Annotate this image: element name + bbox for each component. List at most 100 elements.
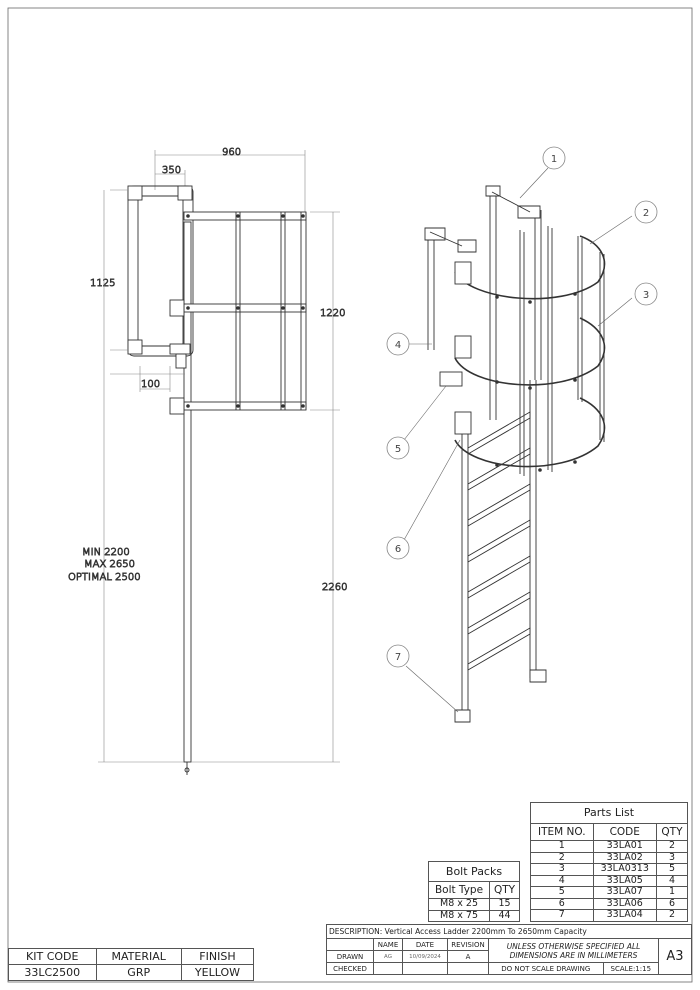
- part-qty: 2: [655, 840, 689, 853]
- part-item-no: 3: [530, 863, 594, 876]
- iso-foot-right: [529, 669, 547, 683]
- dim-350-label: 350: [162, 165, 181, 176]
- part-code: 33LA02: [592, 851, 657, 864]
- part-item-no: 7: [530, 909, 594, 922]
- part-code: 33LA07: [592, 886, 657, 899]
- title-block: DESCRIPTION: Vertical Access Ladder 2200…: [326, 924, 692, 975]
- hoop-bracket-low: [169, 397, 185, 415]
- part-qty: 4: [655, 874, 689, 887]
- handrail-cap-bottom-left: [127, 339, 143, 355]
- balloon-5: 5: [386, 436, 410, 460]
- material-header: MATERIAL: [95, 948, 182, 965]
- balloon-2: 2: [634, 200, 658, 224]
- hoop-bolts: [186, 214, 305, 408]
- cage-hoops: [183, 211, 307, 411]
- balloon-7: 7: [386, 644, 410, 668]
- table-row: M8 x 25 15: [427, 898, 520, 911]
- handrail-clamp: [169, 343, 191, 355]
- cage-vertical-bars: [235, 212, 307, 410]
- svg-text:3: 3: [643, 290, 649, 301]
- handrail-outer: [127, 185, 194, 357]
- dim-1220-label: 1220: [320, 308, 345, 319]
- iso-handrail-cap-1: [485, 185, 501, 197]
- parts-list-title: Parts List: [530, 802, 688, 824]
- part-code: 33LA05: [592, 874, 657, 887]
- svg-text:1: 1: [551, 154, 557, 165]
- blank-cell: [326, 938, 374, 951]
- iso-foot-left: [454, 709, 471, 723]
- balloon-3: 3: [634, 282, 658, 306]
- part-code: 33LA0313: [592, 863, 657, 876]
- dim-2260-label: 2260: [322, 582, 347, 593]
- sheet-border: [7, 7, 693, 983]
- parts-header-qty: QTY: [655, 823, 689, 841]
- ladder-stile: [183, 221, 192, 763]
- svg-text:7: 7: [395, 652, 401, 663]
- units-note: UNLESS OTHERWISE SPECIFIED ALL DIMENSION…: [488, 938, 659, 963]
- iso-handrail-top: [491, 191, 531, 213]
- name-col-header: NAME: [373, 938, 403, 951]
- table-row: 5 33LA07 1: [530, 886, 689, 899]
- drawn-date: 10/09/2024: [402, 950, 448, 963]
- iso-bolts: [495, 292, 577, 472]
- balloon-1: 1: [542, 146, 566, 170]
- table-row: 3 33LA0313 5: [530, 863, 689, 876]
- part-qty: 2: [655, 909, 689, 922]
- dim-1125-label: 1125: [90, 278, 115, 289]
- iso-handrail-rail: [429, 231, 463, 247]
- part-item-no: 1: [530, 840, 594, 853]
- iso-cage-bars: [519, 226, 605, 476]
- part-item-no: 5: [530, 886, 594, 899]
- part-item-no: 2: [530, 851, 594, 864]
- bolt-header-qty: QTY: [489, 881, 520, 899]
- parts-header-code: CODE: [592, 823, 657, 841]
- iso-hoop-brackets: [439, 261, 472, 435]
- date-col-header: DATE: [402, 938, 448, 951]
- do-not-scale: DO NOT SCALE DRAWING: [488, 962, 604, 975]
- table-row: 6 33LA06 6: [530, 897, 689, 910]
- range-max-label: MAX 2650: [84, 559, 135, 570]
- finish-header: FINISH: [180, 948, 255, 965]
- side-elevation-view: 960 350: [68, 147, 348, 775]
- handrail-bracket: [175, 353, 187, 369]
- hoop-bracket-mid: [169, 299, 185, 317]
- handrail-cap-top-left: [127, 185, 143, 201]
- drawn-name: AG: [373, 950, 403, 963]
- dimension-100: [110, 366, 185, 392]
- sheet-size: A3: [658, 938, 692, 975]
- checked-label: CHECKED: [326, 962, 374, 975]
- bolt-type: M8 x 25: [427, 898, 491, 911]
- table-row: 1 33LA01 2: [530, 840, 689, 853]
- part-code: 33LA06: [592, 897, 657, 910]
- range-optimal-label: OPTIMAL 2500: [68, 572, 141, 583]
- revision-value: A: [447, 950, 489, 963]
- parts-header-item: ITEM NO.: [530, 823, 594, 841]
- description-field: DESCRIPTION: Vertical Access Ladder 2200…: [326, 924, 692, 939]
- table-row: 2 33LA02 3: [530, 851, 689, 864]
- revision-col-header: REVISION: [447, 938, 489, 951]
- table-row: 7 33LA04 2: [530, 909, 689, 922]
- dim-960-label: 960: [222, 147, 241, 158]
- bolt-packs-table: Bolt Packs Bolt Type QTY M8 x 25 15 M8 x…: [427, 861, 520, 922]
- part-item-no: 4: [530, 874, 594, 887]
- iso-handrail-cap-4: [457, 239, 477, 253]
- bolt-qty: 44: [489, 909, 520, 922]
- balloon-leaders: [403, 167, 633, 713]
- drawn-label: DRAWN: [326, 950, 374, 963]
- kit-code-table: KIT CODE MATERIAL FINISH 33LC2500 GRP YE…: [8, 948, 255, 981]
- dimension-range: [98, 190, 184, 763]
- bolt-type: M8 x 75: [427, 909, 491, 922]
- part-qty: 1: [655, 886, 689, 899]
- kit-code-header: KIT CODE: [8, 948, 97, 965]
- balloon-6: 6: [386, 536, 410, 560]
- checked-date: [402, 962, 448, 975]
- part-qty: 6: [655, 897, 689, 910]
- kit-code-value: 33LC2500: [8, 964, 97, 981]
- range-min-label: MIN 2200: [82, 547, 130, 558]
- dimension-2260: [191, 410, 340, 763]
- bolt-packs-title: Bolt Packs: [428, 861, 520, 882]
- table-row: 4 33LA05 4: [530, 874, 689, 887]
- stile-foot-bolt: [184, 767, 190, 773]
- dimension-1220: [310, 211, 340, 411]
